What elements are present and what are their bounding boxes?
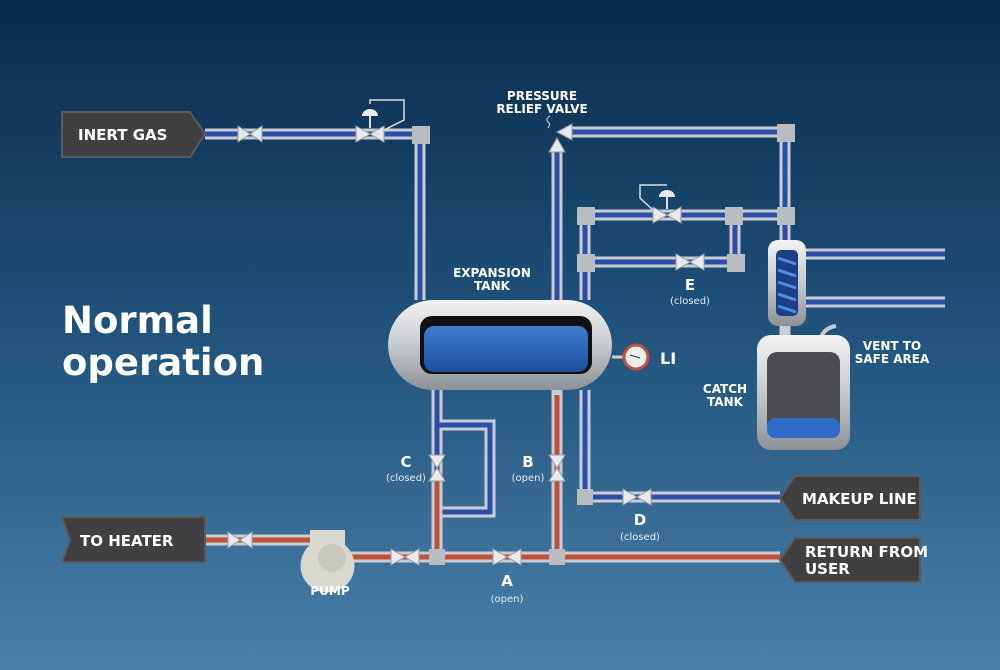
svg-text:EXPANSION: EXPANSION (453, 266, 531, 280)
separator (768, 240, 806, 326)
svg-text:VENT TO: VENT TO (863, 339, 921, 353)
svg-text:(closed): (closed) (620, 532, 660, 543)
to-heater-sign: TO HEATER (60, 516, 206, 563)
svg-text:LI: LI (660, 349, 676, 368)
svg-text:(closed): (closed) (670, 296, 710, 307)
svg-text:SAFE AREA: SAFE AREA (855, 352, 930, 366)
valves (227, 123, 705, 566)
pipe-fittings (412, 124, 795, 565)
valve-a (492, 548, 522, 566)
diagram-title: Normal operation (62, 300, 264, 384)
svg-text:PUMP: PUMP (310, 584, 349, 598)
svg-text:USER: USER (805, 560, 850, 578)
svg-text:C: C (400, 453, 411, 471)
svg-text:B: B (522, 453, 533, 471)
upper-control-valve (652, 206, 682, 224)
svg-text:(closed): (closed) (386, 473, 426, 484)
return-from-user-sign: RETURN FROM USER (778, 537, 928, 583)
svg-text:A: A (501, 572, 513, 590)
svg-text:TO HEATER: TO HEATER (80, 532, 174, 550)
inert-gas-check-valve (237, 125, 263, 143)
svg-text:(open): (open) (512, 473, 545, 484)
makeup-line-sign: MAKEUP LINE (778, 475, 921, 521)
inert-gas-control-valve (355, 125, 385, 143)
svg-text:PRESSURE: PRESSURE (507, 89, 577, 103)
svg-text:RELIEF VALVE: RELIEF VALVE (496, 102, 587, 116)
title-line-2: operation (62, 341, 265, 384)
svg-text:MAKEUP LINE: MAKEUP LINE (802, 490, 917, 508)
svg-text:INERT GAS: INERT GAS (78, 126, 167, 144)
valve-actuators (362, 99, 675, 211)
svg-text:E: E (685, 276, 695, 294)
title-line-1: Normal (62, 299, 213, 342)
pump-discharge-valve (390, 548, 420, 566)
valve-d (622, 488, 652, 506)
svg-text:CATCH: CATCH (703, 382, 747, 396)
valve-b (548, 454, 566, 482)
svg-text:TANK: TANK (707, 395, 744, 409)
expansion-tank (388, 300, 650, 390)
inert-gas-sign: INERT GAS (61, 111, 207, 158)
svg-text:RETURN FROM: RETURN FROM (805, 543, 928, 561)
svg-text:D: D (634, 511, 646, 529)
heater-valve (227, 531, 253, 549)
svg-text:TANK: TANK (474, 279, 511, 293)
labels: PRESSURE RELIEF VALVE EXPANSION TANK LI … (310, 89, 930, 598)
valve-e (675, 253, 705, 271)
catch-tank (757, 324, 850, 450)
pressure-relief-valve (548, 123, 573, 153)
pump (300, 530, 355, 593)
valve-c (428, 454, 446, 482)
svg-text:(open): (open) (491, 594, 524, 605)
valve-labels: A (open) B (open) C (closed) D (closed) … (386, 276, 710, 605)
